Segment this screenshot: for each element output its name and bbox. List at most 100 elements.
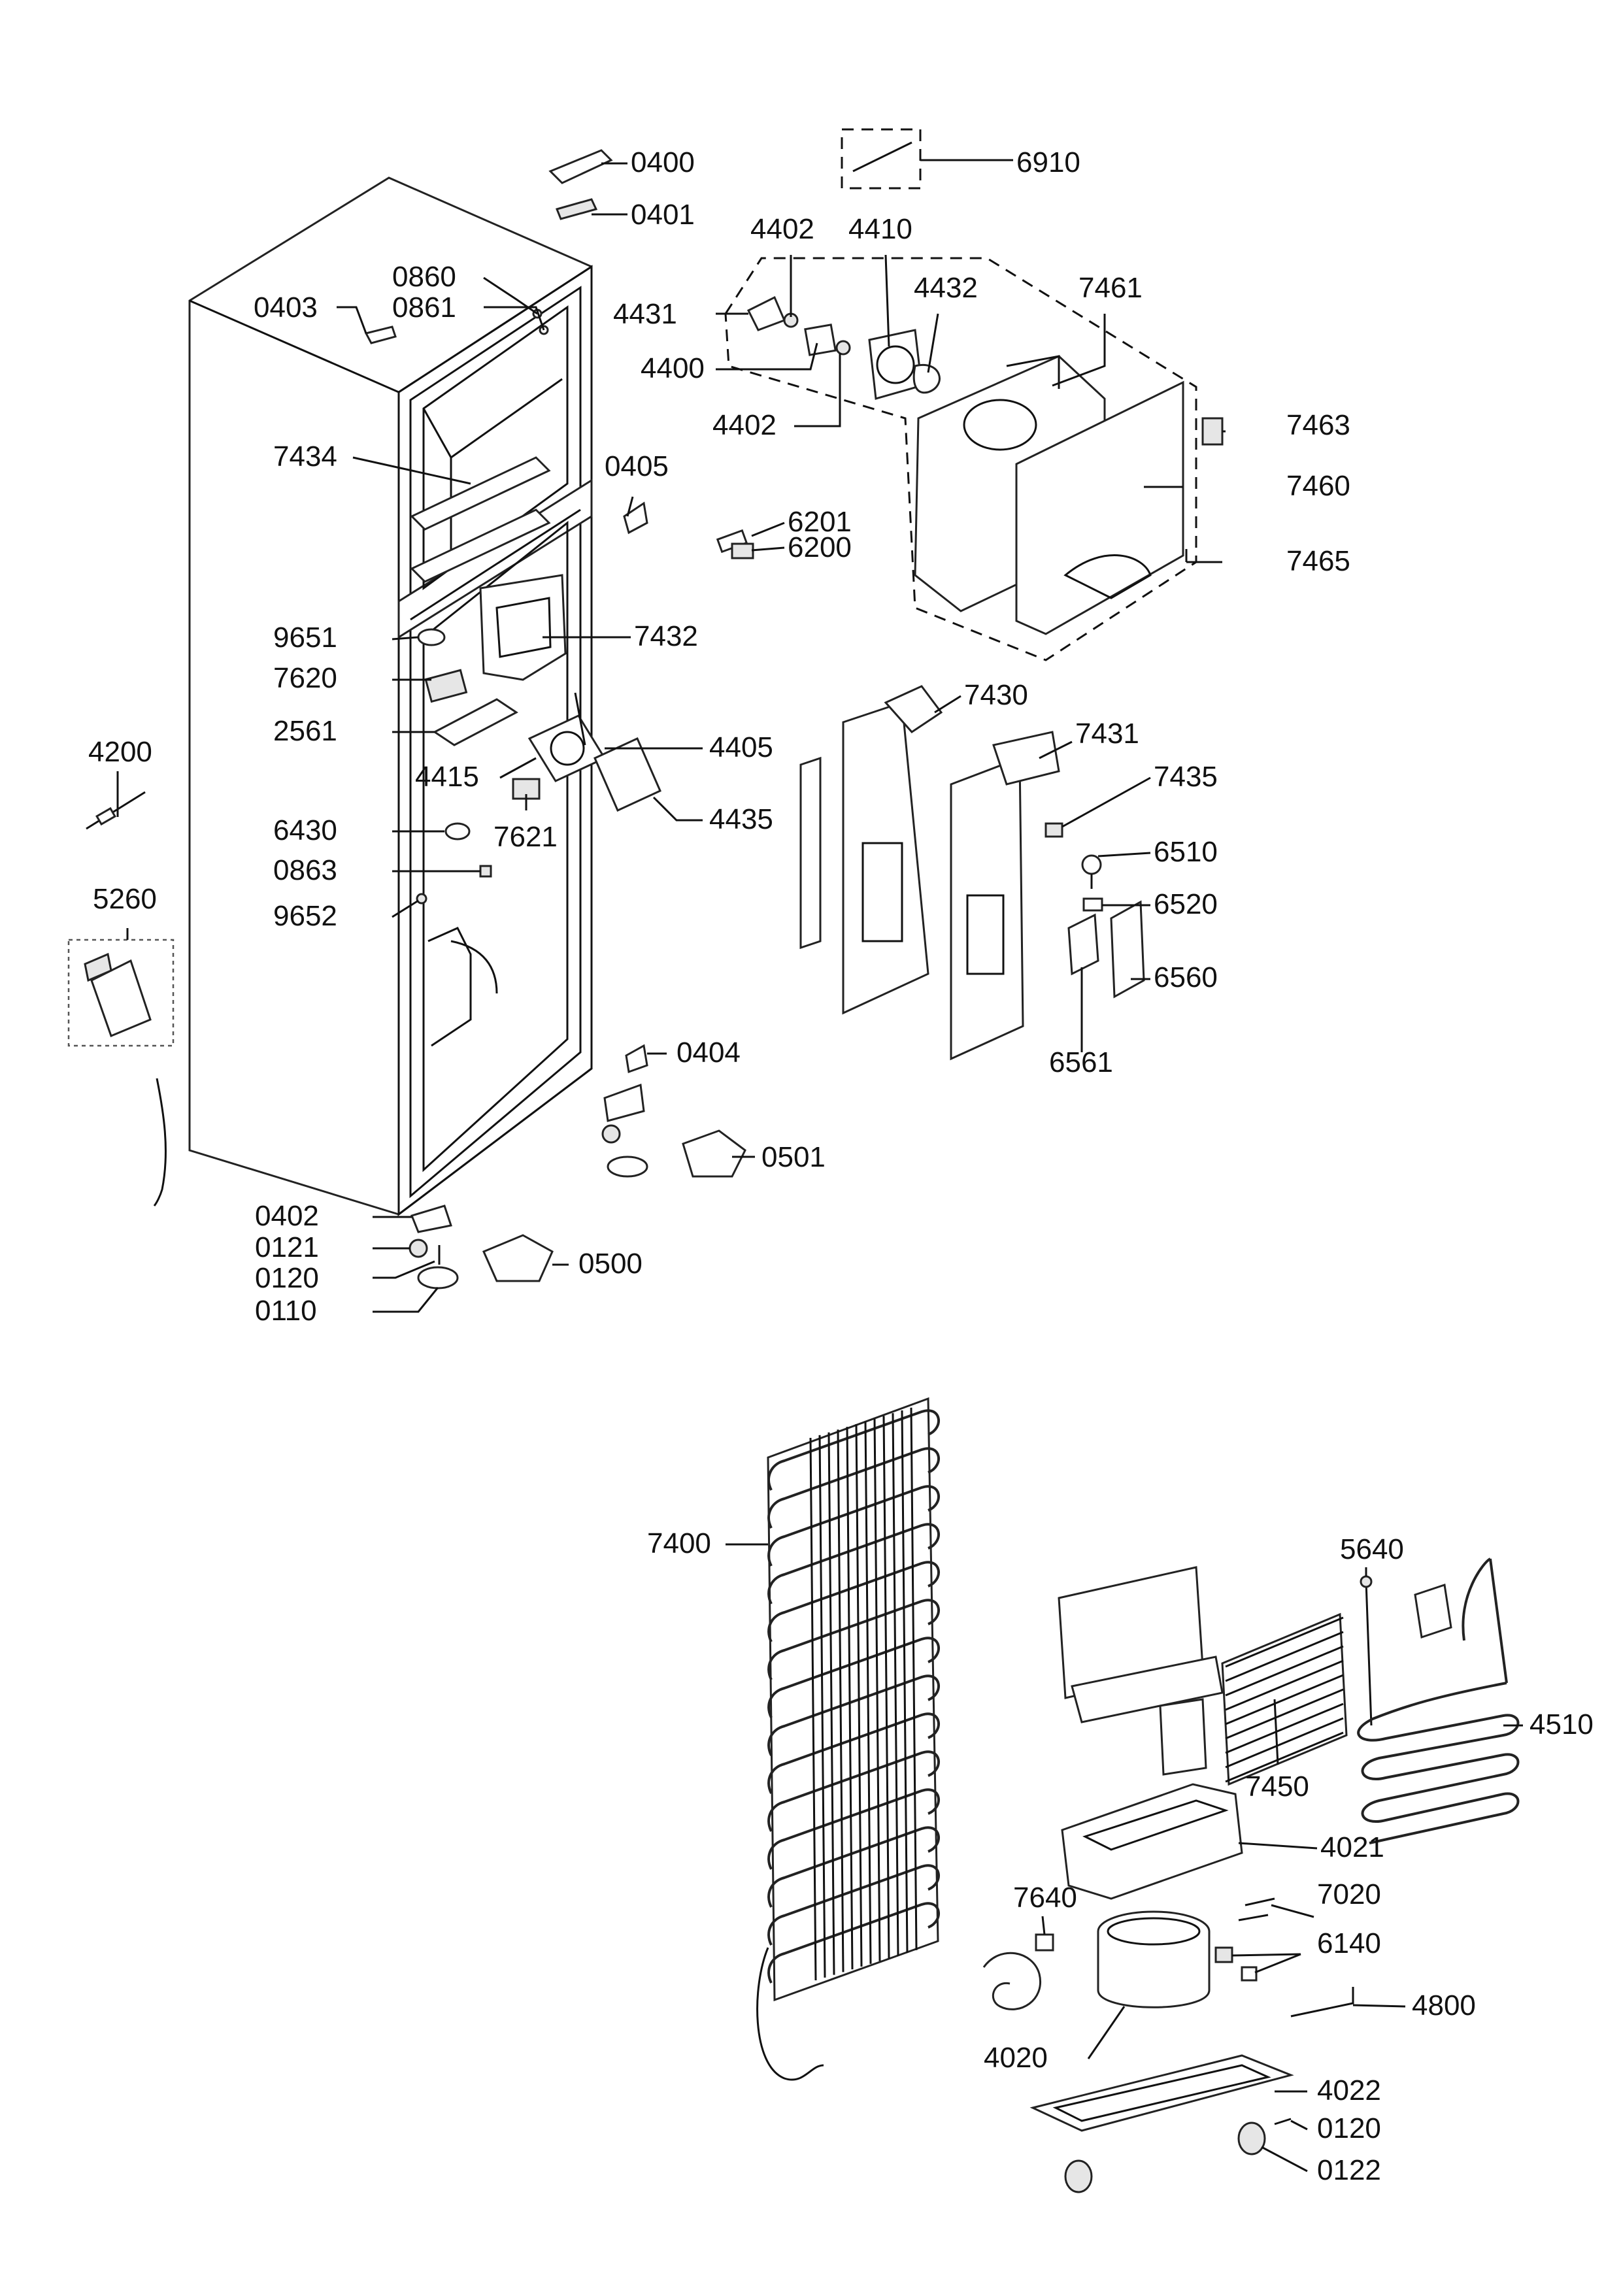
part-4400-shape xyxy=(804,324,837,356)
label-0863: 0863 xyxy=(273,854,337,886)
label-0500: 0500 xyxy=(578,1248,643,1280)
label-0121: 0121 xyxy=(255,1231,319,1263)
part-7460-shape xyxy=(1015,380,1184,635)
label-0401: 0401 xyxy=(631,199,695,231)
label-7434: 7434 xyxy=(273,441,337,473)
label-0120: 0120 xyxy=(255,1262,319,1294)
part-0401-shape xyxy=(555,198,598,220)
part-evap-cover-shape xyxy=(1058,1566,1224,1723)
label-0402: 0402 xyxy=(255,1200,319,1232)
label-4400: 4400 xyxy=(641,352,705,384)
part-7432-shape xyxy=(479,574,567,681)
part-0404-shape xyxy=(625,1044,648,1074)
part-7620-shape xyxy=(424,669,468,703)
label-0110: 0110 xyxy=(255,1295,317,1327)
part-compressor-hose-shape xyxy=(982,1952,1041,2010)
part-0402-shape xyxy=(410,1205,452,1233)
label-7460: 7460 xyxy=(1286,470,1350,502)
label-5260: 5260 xyxy=(93,883,157,915)
part-6910-shape xyxy=(841,128,922,190)
part-0501-shape xyxy=(682,1129,746,1178)
part-0403-shape xyxy=(364,325,397,344)
label-4432: 4432 xyxy=(914,272,978,304)
evaporator-group-outline xyxy=(724,257,1197,661)
label-0404: 0404 xyxy=(677,1037,741,1069)
part-7400-condenser xyxy=(756,1397,940,2081)
label-5640: 5640 xyxy=(1340,1533,1404,1565)
part-0122-wheels xyxy=(1064,2121,1266,2193)
part-9651-shape xyxy=(417,628,446,646)
part-7435-shape xyxy=(1044,822,1063,838)
label-7620: 7620 xyxy=(273,662,337,694)
part-7450-evaporator xyxy=(1221,1612,1348,1786)
part-4432-shape xyxy=(912,363,941,394)
part-4405-shape xyxy=(574,692,586,746)
part-7431-shape xyxy=(950,731,1060,1061)
part-7434-shape xyxy=(410,456,551,583)
label-4021: 4021 xyxy=(1320,1831,1384,1863)
label-7621: 7621 xyxy=(493,821,558,853)
part-0405-shape xyxy=(623,501,648,535)
part-4410-shape xyxy=(868,329,923,400)
label-0501: 0501 xyxy=(761,1141,826,1173)
label-4510: 4510 xyxy=(1529,1708,1594,1740)
label-7431: 7431 xyxy=(1075,718,1139,750)
part-0110-shape xyxy=(417,1266,459,1289)
part-4415-shape xyxy=(527,714,607,782)
power-cord-shape xyxy=(153,1078,167,1206)
label-6561: 6561 xyxy=(1049,1046,1113,1078)
part-4021-tray xyxy=(1061,1783,1243,1900)
label-7461: 7461 xyxy=(1078,272,1143,304)
label-4402-top: 4402 xyxy=(750,213,814,245)
label-7020: 7020 xyxy=(1317,1878,1381,1910)
part-hinge-lower-right-shape xyxy=(601,1083,648,1178)
label-7432: 7432 xyxy=(634,620,698,652)
part-7640-shape xyxy=(1035,1933,1054,1952)
label-7463: 7463 xyxy=(1286,409,1350,441)
part-6560-shape xyxy=(1110,900,1145,999)
part-0400-shape xyxy=(548,149,613,184)
part-6561-shape xyxy=(1067,913,1099,976)
label-4022: 4022 xyxy=(1317,2074,1381,2106)
label-0861: 0861 xyxy=(392,291,456,324)
label-0122: 0122 xyxy=(1317,2154,1381,2186)
label-7640: 7640 xyxy=(1013,1882,1077,1914)
label-7450: 7450 xyxy=(1245,1771,1309,1803)
part-6140-shape xyxy=(1214,1946,1258,1982)
part-7020-shape xyxy=(1238,1897,1275,1922)
label-0120-lower: 0120 xyxy=(1317,2112,1381,2144)
label-6560: 6560 xyxy=(1154,961,1218,993)
part-0121-shape xyxy=(409,1239,428,1258)
label-7430: 7430 xyxy=(964,679,1028,711)
part-7430-shape xyxy=(799,685,943,1015)
label-4435: 4435 xyxy=(709,803,773,835)
label-4405: 4405 xyxy=(709,731,773,763)
label-6520: 6520 xyxy=(1154,888,1218,920)
part-4402-bottom-shape xyxy=(835,340,851,356)
label-0860: 0860 xyxy=(392,261,456,293)
part-6520-shape xyxy=(1082,897,1103,912)
part-relay-top-right-shape xyxy=(1414,1584,1452,1639)
label-0405: 0405 xyxy=(605,450,669,482)
part-4431-shape xyxy=(746,295,786,331)
label-7435: 7435 xyxy=(1154,761,1218,793)
label-9651: 9651 xyxy=(273,622,337,654)
part-4020-compressor xyxy=(1097,1910,1211,2008)
label-2561: 2561 xyxy=(273,715,337,747)
label-4020: 4020 xyxy=(984,2042,1048,2074)
label-4200: 4200 xyxy=(88,736,152,768)
label-4415: 4415 xyxy=(415,761,479,793)
label-4431: 4431 xyxy=(613,298,677,330)
part-4022-baseplate xyxy=(1029,2054,1294,2132)
label-4410: 4410 xyxy=(848,213,912,245)
part-4200-shape xyxy=(86,791,146,830)
part-4435-shape xyxy=(593,737,661,812)
label-6201: 6201 xyxy=(788,506,852,538)
part-7463-shape xyxy=(1201,417,1224,446)
part-5260-shape xyxy=(67,939,175,1047)
label-6200: 6200 xyxy=(788,531,852,563)
part-4800-shape xyxy=(1290,1987,1354,2018)
part-2561-shape xyxy=(433,698,518,746)
